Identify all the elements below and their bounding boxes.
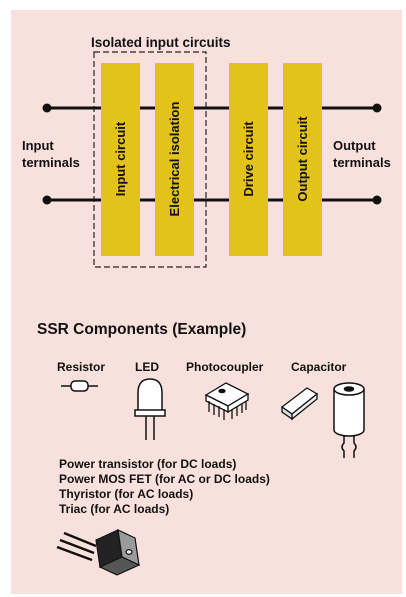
photocoupler-label: Photocoupler [186,360,264,374]
resistor-label: Resistor [57,360,105,374]
resistor-icon [61,380,98,392]
isolated-circuits-title: Isolated input circuits [91,35,231,50]
capacitor-icon [333,382,365,458]
output-terminals-label: Output [333,138,376,153]
input-terminal-dot [42,103,52,113]
led-icon [134,378,166,440]
output-terminal-dot [372,103,382,113]
transistor-icon [56,528,141,576]
component-list-item: Thyristor (for AC loads) [59,487,193,501]
block-label: Input circuit [113,121,128,196]
input-terminal-dot [42,195,52,205]
components-heading: SSR Components (Example) [37,321,246,338]
signal-lines [42,103,382,205]
isolation-boundary [93,51,207,268]
input-terminals-label: Input [22,138,54,153]
block-label: Drive circuit [241,121,256,197]
photocoupler-icon [204,382,250,420]
component-list-item: Power transistor (for DC loads) [59,457,236,471]
block-drive-circuit [229,63,268,256]
block-input-circuit [101,63,140,256]
block-label: Output circuit [295,116,310,202]
output-terminals-label: terminals [333,155,391,170]
component-list-item: Triac (for AC loads) [59,502,169,516]
led-label: LED [135,360,159,374]
block-output-circuit [283,63,322,256]
input-terminals-label: terminals [22,155,80,170]
chip-capacitor-icon [280,387,319,421]
capacitor-label: Capacitor [291,360,347,374]
block-electrical-isolation [155,63,194,256]
output-terminal-dot [372,195,382,205]
component-list-item: Power MOS FET (for AC or DC loads) [59,472,270,486]
block-label: Electrical isolation [167,102,182,217]
